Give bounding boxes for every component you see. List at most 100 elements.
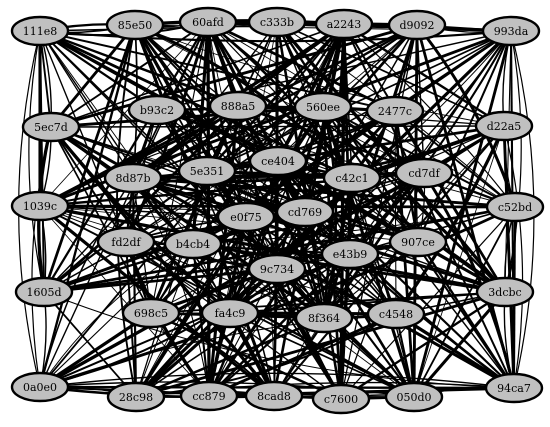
edge-8f364-28c98 xyxy=(135,316,325,399)
node-ellipse xyxy=(179,380,239,412)
edge-8d87b-8cad8 xyxy=(132,177,275,397)
edge-111e8-1605d xyxy=(28,30,45,293)
graph-node-94ca7[interactable]: 94ca7 xyxy=(484,372,544,404)
graph-node-050d0[interactable]: 050d0 xyxy=(384,381,444,413)
graph-node-cd769[interactable]: cd769 xyxy=(275,196,335,228)
node-label: 28c98 xyxy=(119,391,153,404)
edge-60afd-1039c xyxy=(39,21,209,207)
graph-node-cd7df[interactable]: cd7df xyxy=(394,157,454,189)
edge-cd7df-e0f75 xyxy=(245,172,425,218)
node-ellipse xyxy=(394,157,454,189)
graph-node-28c98[interactable]: 28c98 xyxy=(106,381,166,413)
graph-node-5ec7d[interactable]: 5ec7d xyxy=(21,111,81,143)
graph-node-cc879[interactable]: cc879 xyxy=(179,380,239,412)
edge-c4548-94ca7 xyxy=(395,312,515,390)
node-ellipse xyxy=(178,6,238,38)
graph-node-c4548[interactable]: c4548 xyxy=(366,298,426,330)
edge-c4548-cc879 xyxy=(208,312,397,398)
node-ellipse xyxy=(127,94,187,126)
node-label: c4548 xyxy=(379,308,413,321)
graph-node-3dcbc[interactable]: 3dcbc xyxy=(475,276,535,308)
graph-node-c42c1[interactable]: c42c1 xyxy=(322,162,382,194)
edge-60afd-0a0e0 xyxy=(39,21,209,388)
graph-node-5e351[interactable]: 5e351 xyxy=(177,155,237,187)
node-label: e43b9 xyxy=(333,248,368,261)
graph-node-993da[interactable]: 993da xyxy=(481,15,541,47)
node-label: 60afd xyxy=(192,16,224,29)
node-label: d9092 xyxy=(399,19,434,32)
edge-560ee-5ec7d xyxy=(50,105,324,129)
node-ellipse xyxy=(484,372,544,404)
node-ellipse xyxy=(387,9,447,41)
graph-node-560ee[interactable]: 560ee xyxy=(293,91,353,123)
node-label: cc879 xyxy=(192,390,225,403)
graph-node-0a0e0[interactable]: 0a0e0 xyxy=(10,371,70,403)
graph-node-c333b[interactable]: c333b xyxy=(247,6,307,38)
graph-node-b93c2[interactable]: b93c2 xyxy=(127,94,187,126)
node-ellipse xyxy=(481,15,541,47)
edge-fd2df-050d0 xyxy=(125,240,415,399)
graph-node-c52bd[interactable]: c52bd xyxy=(485,191,545,223)
graph-node-2477c[interactable]: 2477c xyxy=(365,95,425,127)
edge-5e351-28c98 xyxy=(135,170,208,398)
edge-9c734-0a0e0 xyxy=(39,268,278,388)
graph-node-d22a5[interactable]: d22a5 xyxy=(474,110,534,142)
graph-node-b4cb4[interactable]: b4cb4 xyxy=(163,228,223,260)
node-label: 907ce xyxy=(401,236,435,249)
edge-9c734-050d0 xyxy=(276,268,415,398)
graph-node-fd2df[interactable]: fd2df xyxy=(96,226,156,258)
node-ellipse xyxy=(311,383,371,415)
edge-ce404-cc879 xyxy=(207,160,280,397)
node-label: d22a5 xyxy=(487,120,522,133)
node-ellipse xyxy=(474,110,534,142)
edge-5ec7d-d22a5 xyxy=(50,125,505,128)
node-ellipse xyxy=(121,297,181,329)
graph-node-8d87b[interactable]: 8d87b xyxy=(103,162,163,194)
edge-888a5-1605d xyxy=(43,105,240,294)
node-ellipse xyxy=(216,201,276,233)
graph-node-9c734[interactable]: 9c734 xyxy=(247,253,307,285)
node-label: 560ee xyxy=(306,101,340,114)
graph-node-a2243[interactable]: a2243 xyxy=(314,8,374,40)
node-ellipse xyxy=(485,191,545,223)
edge-111e8-1605d xyxy=(39,30,45,293)
graph-node-85e50[interactable]: 85e50 xyxy=(105,9,165,41)
graph-node-c7600[interactable]: c7600 xyxy=(311,383,371,415)
graph-node-8f364[interactable]: 8f364 xyxy=(294,302,354,334)
graph-node-1039c[interactable]: 1039c xyxy=(10,190,70,222)
graph-node-60afd[interactable]: 60afd xyxy=(178,6,238,38)
node-ellipse xyxy=(247,6,307,38)
graph-node-e0f75[interactable]: e0f75 xyxy=(216,201,276,233)
graph-node-ce404[interactable]: ce404 xyxy=(248,145,308,177)
node-label: a2243 xyxy=(327,18,362,31)
node-label: 0a0e0 xyxy=(23,381,57,394)
node-ellipse xyxy=(244,380,304,412)
node-label: 5e351 xyxy=(190,165,225,178)
edge-a2243-698c5 xyxy=(150,23,345,314)
edge-85e50-28c98 xyxy=(115,24,137,398)
graph-node-fa4c9[interactable]: fa4c9 xyxy=(200,297,260,329)
graph-node-e43b9[interactable]: e43b9 xyxy=(320,238,380,270)
edge-a2243-5e351 xyxy=(206,23,345,172)
edge-d22a5-c4548 xyxy=(394,125,506,315)
edge-5ec7d-fd2df xyxy=(50,126,127,243)
graph-node-698c5[interactable]: 698c5 xyxy=(121,297,181,329)
node-label: fa4c9 xyxy=(215,307,246,320)
edge-c42c1-94ca7 xyxy=(351,177,515,389)
node-ellipse xyxy=(103,162,163,194)
graph-node-888a5[interactable]: 888a5 xyxy=(208,90,268,122)
edge-1039c-cc879 xyxy=(39,205,210,397)
node-label: 8f364 xyxy=(308,312,340,325)
node-label: 993da xyxy=(494,25,529,38)
edge-1039c-c52bd xyxy=(39,204,516,209)
graph-node-907ce[interactable]: 907ce xyxy=(388,226,448,258)
graph-node-1605d[interactable]: 1605d xyxy=(14,276,74,308)
graph-node-111e8[interactable]: 111e8 xyxy=(10,15,70,47)
node-label: b93c2 xyxy=(140,104,174,117)
node-label: 050d0 xyxy=(396,391,431,404)
node-ellipse xyxy=(163,228,223,260)
node-ellipse xyxy=(200,297,260,329)
graph-node-8cad8[interactable]: 8cad8 xyxy=(244,380,304,412)
graph-node-d9092[interactable]: d9092 xyxy=(387,9,447,41)
